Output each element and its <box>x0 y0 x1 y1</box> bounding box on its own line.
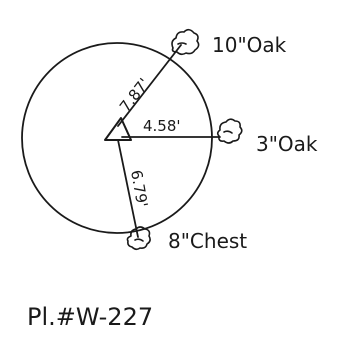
tree-distance-label: 4.58' <box>143 117 181 135</box>
radius-line-10in-oak <box>117 44 182 127</box>
plot-label: Pl.#W-227 <box>27 303 153 331</box>
tree-species-label: 10"Oak <box>212 33 287 57</box>
tree-crown-icon <box>171 28 200 56</box>
tree-species-label: 8"Chest <box>168 229 247 253</box>
plot-boundary-circle <box>21 42 213 234</box>
tree-species-label: 3"Oak <box>256 132 318 156</box>
radius-line-8in-chest <box>117 139 139 238</box>
tree-crown-icon <box>126 226 151 251</box>
triangle-marker-icon <box>104 117 132 141</box>
tree-crown-icon <box>216 118 243 144</box>
tree-distance-label: 7.87' <box>116 75 153 116</box>
